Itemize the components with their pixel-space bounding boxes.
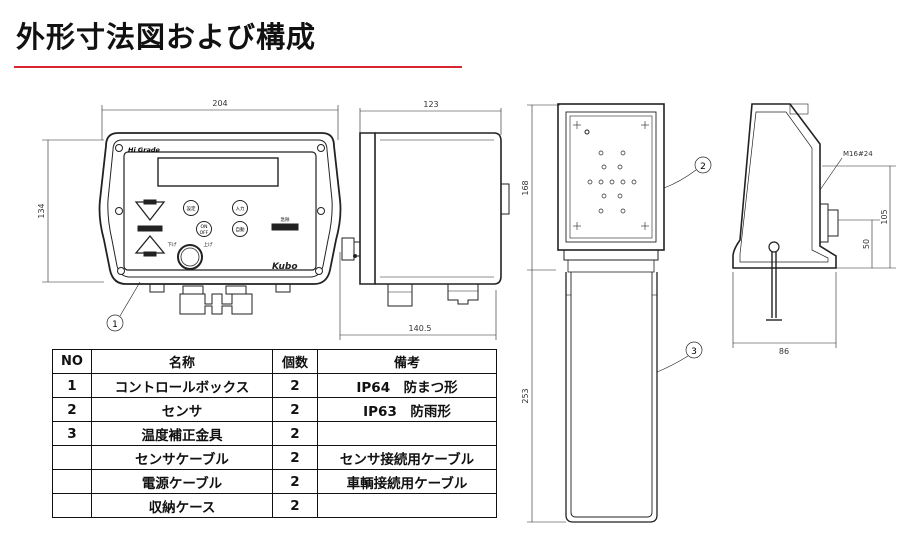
dim-back-height: 168 xyxy=(521,180,530,195)
header-name: 名称 xyxy=(91,349,273,374)
cell-no xyxy=(52,445,92,470)
panel-btn-input-label: 入力 xyxy=(236,205,245,212)
cell-name: コントロールボックス xyxy=(91,373,273,398)
cell-name: センサケーブル xyxy=(91,445,273,470)
cell-name: 収納ケース xyxy=(91,493,273,518)
panel-logo: Kubo xyxy=(272,262,298,272)
cell-note xyxy=(317,421,497,446)
panel-brand: Hi Grade xyxy=(128,146,161,154)
panel-btn-set-label: 設定 xyxy=(187,205,196,212)
panel-up-label: 上げ xyxy=(204,241,213,248)
cell-name: 温度補正金具 xyxy=(91,421,273,446)
callout-1: 1 xyxy=(112,320,118,330)
panel-btn-drain-label: 急除 xyxy=(281,216,290,223)
table-row: 電源ケーブル 2 車輌接続用ケーブル xyxy=(52,469,497,494)
panel-down-label: 下げ xyxy=(168,241,177,248)
dim-right-50: 50 xyxy=(862,239,871,249)
callout-2: 2 xyxy=(700,162,706,172)
cell-name: センサ xyxy=(91,397,273,422)
cell-note: IP64 防まつ形 xyxy=(317,373,497,398)
cell-no xyxy=(52,493,92,518)
cell-no: 2 xyxy=(52,397,92,422)
cell-qty: 2 xyxy=(272,397,318,422)
dim-bracket-height: 253 xyxy=(521,388,530,403)
cell-name: 電源ケーブル xyxy=(91,469,273,494)
dim-side-top: 123 xyxy=(423,100,438,109)
parts-table: NO 名称 個数 備考 1 コントロールボックス 2 IP64 防まつ形 2 セ… xyxy=(52,349,497,518)
table-row: 収納ケース 2 xyxy=(52,493,497,518)
dim-side-bottom: 140.5 xyxy=(409,324,432,333)
dim-right-105: 105 xyxy=(880,209,889,224)
panel-btn-auto-label: 自動 xyxy=(236,226,245,233)
header-note: 備考 xyxy=(317,349,497,374)
dim-front-height: 134 xyxy=(37,203,46,218)
dim-thread: M16#24 xyxy=(843,150,873,158)
cell-no xyxy=(52,469,92,494)
panel-btn-on-label: ON xyxy=(201,224,208,230)
cell-note: 車輌接続用ケーブル xyxy=(317,469,497,494)
header-no: NO xyxy=(52,349,92,374)
table-row: センサケーブル 2 センサ接続用ケーブル xyxy=(52,445,497,470)
page-title: 外形寸法図および構成 xyxy=(16,20,317,54)
cell-qty: 2 xyxy=(272,469,318,494)
dim-right-86: 86 xyxy=(779,347,789,356)
dim-front-width: 204 xyxy=(212,99,227,108)
back-view xyxy=(527,103,712,523)
table-row: 2 センサ 2 IP63 防雨形 xyxy=(52,397,497,422)
side-view xyxy=(339,108,510,340)
title-underline xyxy=(14,66,462,68)
table-row: 1 コントロールボックス 2 IP64 防まつ形 xyxy=(52,373,497,398)
cell-note: センサ接続用ケーブル xyxy=(317,445,497,470)
table-header-row: NO 名称 個数 備考 xyxy=(52,349,497,374)
header-qty: 個数 xyxy=(272,349,318,374)
cell-qty: 2 xyxy=(272,373,318,398)
sensor-view xyxy=(732,103,896,348)
cell-note xyxy=(317,493,497,518)
panel-btn-off-label: OFF xyxy=(200,230,209,236)
table-row: 3 温度補正金具 2 xyxy=(52,421,497,446)
callout-3: 3 xyxy=(691,347,697,357)
cell-note: IP63 防雨形 xyxy=(317,397,497,422)
cell-qty: 2 xyxy=(272,421,318,446)
cell-qty: 2 xyxy=(272,493,318,518)
cell-qty: 2 xyxy=(272,445,318,470)
cell-no: 1 xyxy=(52,373,92,398)
front-view xyxy=(42,105,342,332)
cell-no: 3 xyxy=(52,421,92,446)
